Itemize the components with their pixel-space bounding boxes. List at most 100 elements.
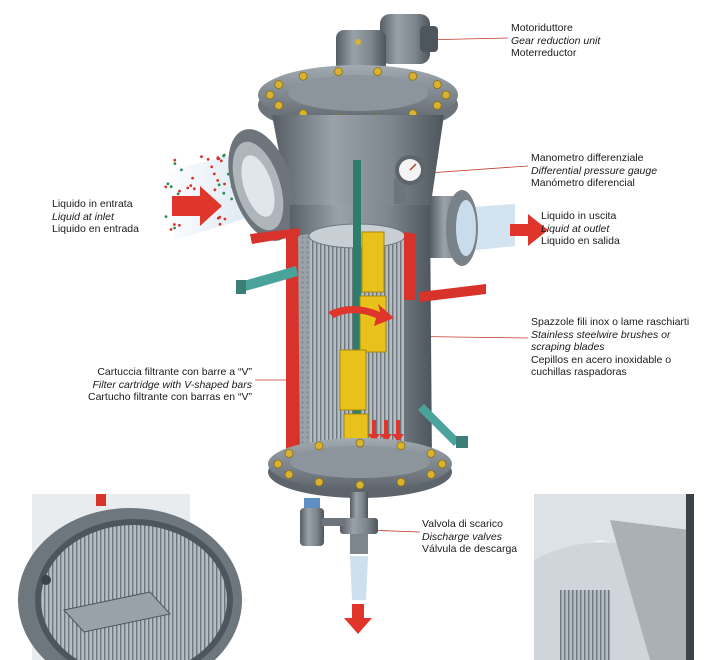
bolt-icon [396,441,406,451]
particle-dot [173,162,177,166]
detail-photo-right [534,494,694,660]
bolt-icon [432,101,442,110]
bolt-icon [334,67,343,77]
particle-dot [191,176,195,180]
particle-dot [223,217,227,221]
flow-arrows-down [368,420,404,442]
label-inlet-es: Liquido en entrada [52,223,139,235]
label-cartridge-es: Cartucho filtrante con barras en “V” [88,391,252,403]
particle-dot [189,184,193,188]
particle-dot [210,165,214,169]
label-pressure-gauge: Manometro differenziale Differential pre… [531,152,657,190]
particle-dot [164,215,168,219]
particle-dot [166,182,170,186]
particle-dot [178,189,181,193]
outlet-flange [430,190,478,266]
pressure-gauge [394,155,425,204]
particle-dot [164,185,168,189]
bolt-icon [396,477,406,487]
particle-dot [216,156,220,160]
inlet-arrow [172,186,222,226]
label-valve-it: Valvola di scarico [422,518,503,530]
label-gear-reduction: Motoriduttore Gear reduction unit Moterr… [511,22,600,60]
label-inlet-it: Liquido in entrata [52,198,133,210]
particle-dot [222,154,226,158]
particle-dot [212,172,216,176]
label-discharge-valve: Valvola di scarico Discharge valves Válv… [422,518,517,556]
outlet-arrow [510,214,548,246]
label-cartridge-en: Filter cartridge with V-shaped bars [92,378,252,391]
gear-motor [336,14,438,79]
particle-dot [169,228,173,231]
bolt-icon [437,459,447,469]
label-gear-es: Moterreductor [511,47,577,59]
bolt-icon [373,67,382,77]
bolt-icon [314,477,324,487]
particle-dot [169,185,173,189]
bolt-icon [273,459,283,469]
side-nozzles [236,266,468,448]
particle-dot [173,226,177,230]
label-valve-es: Válvula de descarga [422,543,518,555]
bolt-icon [298,71,308,81]
label-brushes-en-2: scraping blades [531,341,605,353]
label-valve-en: Discharge valves [422,530,502,543]
bolt-icon [274,101,284,110]
bolt-icon [432,80,442,89]
particle-dot [173,223,176,226]
label-gauge-en: Differential pressure gauge [531,164,658,177]
label-brushes-en-1: Stainless steelwire brushes or [531,328,671,341]
particle-dot [173,158,177,162]
label-outlet-es: Liquido en salida [541,235,620,247]
particle-dot [206,157,210,161]
label-brushes-it: Spazzole fili inox o lame raschiarti [531,316,690,328]
detail-photo-left [18,494,242,660]
particle-dot [222,191,226,195]
particle-dot [192,187,196,191]
label-gauge-it: Manometro differenziale [531,152,644,164]
label-brushes: Spazzole fili inox o lame raschiarti Sta… [531,316,689,379]
particle-dot [230,197,234,201]
label-gear-it: Motoriduttore [511,22,573,34]
bolt-icon [408,71,418,81]
bottom-flange [268,438,452,498]
bolt-icon [426,470,436,479]
label-inlet: Liquido in entrata Liquid at inlet Liqui… [52,198,139,236]
label-gear-en: Gear reduction unit [511,34,601,47]
label-inlet-en: Liquid at inlet [52,210,114,223]
bolt-icon [265,90,275,100]
bolt-icon [284,470,294,479]
particle-dot [219,159,223,163]
inlet-flange [228,129,296,241]
bolt-icon [441,90,451,100]
label-outlet-it: Liquido in uscita [541,210,617,222]
particle-dot [176,192,180,196]
label-cartridge-it: Cartuccia filtrante con barre a “V” [97,366,252,378]
label-cartridge: Cartuccia filtrante con barre a “V” Filt… [60,366,252,404]
particle-dot [217,183,221,187]
particle-dot [213,188,217,192]
particle-dot [178,223,181,227]
bolt-icon [426,449,436,458]
particle-dot [216,216,220,220]
label-outlet-en: Liquid at outlet [541,222,610,235]
label-outlet: Liquido in uscita Liquid at outlet Liqui… [541,210,620,248]
bolt-icon [284,449,294,458]
label-brushes-es-1: Cepillos en acero inoxidable o [531,353,672,366]
bolt-icon [355,480,365,490]
bolt-icon [274,80,284,89]
rotation-arrow [328,304,394,326]
particle-dot [223,182,226,186]
particle-dot [218,222,222,226]
label-gauge-es: Manómetro diferencial [531,177,635,189]
particle-dot [186,186,190,190]
particle-dot [180,168,183,172]
discharge-valve [300,492,378,634]
particle-dot [216,179,220,182]
bolt-icon [314,441,324,451]
particle-dot [200,155,203,159]
label-brushes-es-2: cuchillas raspadoras [531,366,627,378]
bolt-icon [355,438,365,448]
